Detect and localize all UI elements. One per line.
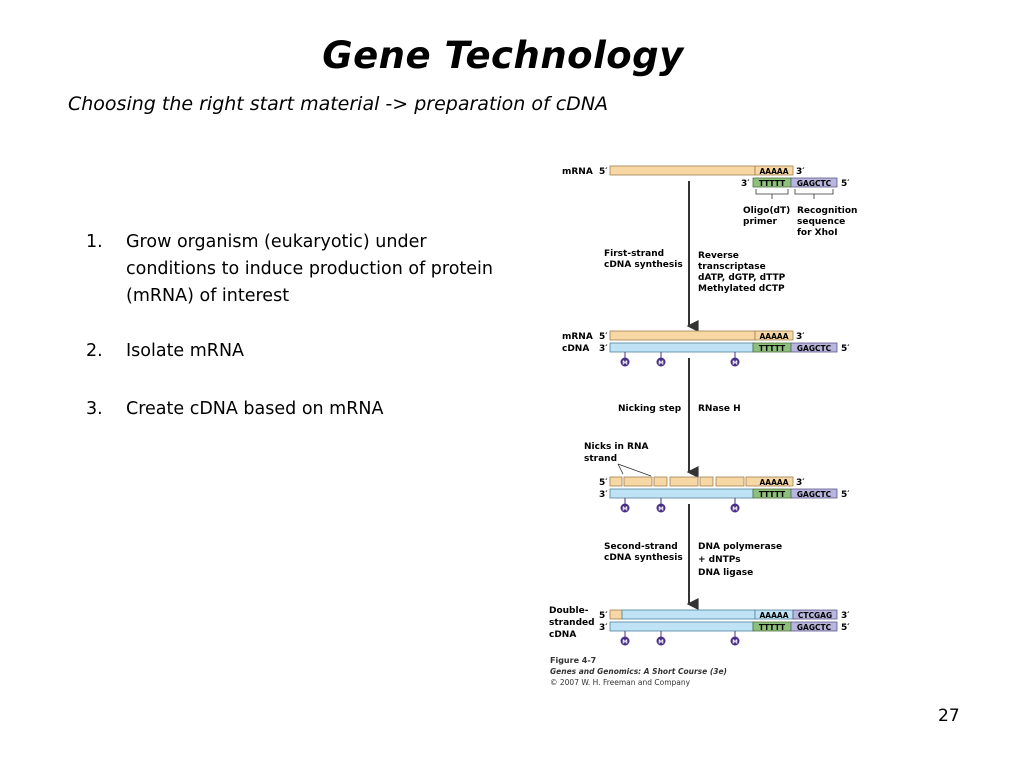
mrna-strand xyxy=(609,165,756,176)
methyl-label: M xyxy=(622,361,627,367)
methyl-group-icon xyxy=(620,503,630,513)
methyl-label: M xyxy=(658,361,663,367)
xhoi-top-label: CTCGAG xyxy=(798,611,832,620)
figure-copyright: © 2007 W. H. Freeman and Company xyxy=(550,678,691,687)
methyl-group-icon xyxy=(730,357,740,367)
rnase-h-annotation: RNase H xyxy=(698,404,741,414)
polyt-label: TTTTT xyxy=(759,179,786,188)
recognition-sequence xyxy=(792,609,838,620)
methyl-label: M xyxy=(732,361,737,367)
xhoi-label: GAGCTC xyxy=(797,344,832,353)
steps-list: 1. Grow organism (eukaryotic) under cond… xyxy=(86,229,506,423)
figure-number: Figure 4-7 xyxy=(550,656,596,665)
slide-title: Gene Technology xyxy=(322,34,684,77)
polya-label: AAAAA xyxy=(759,611,788,620)
step-item: 3. Create cDNA based on mRNA xyxy=(86,396,506,423)
mrna-strand xyxy=(609,330,756,341)
label-3prime: 3′ xyxy=(599,490,608,500)
xhoi-label: GAGCTC xyxy=(797,490,832,499)
label-3prime: 3′ xyxy=(599,623,608,633)
label-5prime: 5′ xyxy=(841,179,850,189)
methyl-group-icon xyxy=(656,636,666,646)
methyl-label: M xyxy=(658,640,663,646)
mrna-fragment xyxy=(699,476,714,487)
mrna-fragment xyxy=(653,476,668,487)
cdna-strand xyxy=(609,621,754,632)
methyl-group-icon xyxy=(620,636,630,646)
step-number: 1. xyxy=(86,232,103,252)
second-strand xyxy=(621,609,756,620)
label-5prime: 5′ xyxy=(841,490,850,500)
label-5prime: 5′ xyxy=(599,332,608,342)
label-3prime: 3′ xyxy=(841,611,850,621)
cdna-figure: mRNA 5′ AAAAA 3′ 3′ TTTTT GAGCTC 5′ Olig… xyxy=(540,158,870,697)
polyt-label: TTTTT xyxy=(759,490,786,499)
oligo-dt-annotation: Oligo(dT)primer xyxy=(743,206,790,227)
polyt-label: TTTTT xyxy=(759,344,786,353)
methyl-label: M xyxy=(622,507,627,513)
methyl-group-icon xyxy=(730,503,740,513)
xhoi-label: GAGCTC xyxy=(797,623,832,632)
slide-subtitle: Choosing the right start material -> pre… xyxy=(68,93,609,115)
methyl-group-icon xyxy=(656,503,666,513)
label-3prime: 3′ xyxy=(741,179,750,189)
mrna-fragment xyxy=(715,476,745,487)
rna-remnant xyxy=(609,609,623,620)
xhoi-label: GAGCTC xyxy=(797,179,832,188)
recognition-sequence xyxy=(790,488,838,499)
label-5prime: 5′ xyxy=(841,344,850,354)
label-5prime: 5′ xyxy=(841,623,850,633)
step-number: 3. xyxy=(86,399,103,419)
methyl-label: M xyxy=(658,507,663,513)
polya-label: AAAAA xyxy=(759,478,788,487)
figure-source: Genes and Genomics: A Short Course (3e) xyxy=(550,667,727,676)
polya-tail xyxy=(754,330,794,341)
polya-label: AAAAA xyxy=(759,167,788,176)
methyl-label: M xyxy=(732,507,737,513)
methyl-group-icon xyxy=(620,357,630,367)
recognition-sequence xyxy=(790,177,838,188)
recognition-sequence xyxy=(790,621,838,632)
label-cdna: cDNA xyxy=(562,344,589,354)
nicking-step-annotation: Nicking step xyxy=(618,404,682,414)
mrna-fragment xyxy=(669,476,699,487)
polya-tail xyxy=(754,165,794,176)
polya-tail xyxy=(745,476,794,487)
recognition-sequence xyxy=(790,342,838,353)
step-text: Grow organism (eukaryotic) under conditi… xyxy=(126,232,493,306)
step-item: 2. Isolate mRNA xyxy=(86,338,506,365)
methyl-label: M xyxy=(622,640,627,646)
cdna-strand xyxy=(609,342,754,353)
step-text: Create cDNA based on mRNA xyxy=(126,399,384,419)
polyt-label: TTTTT xyxy=(759,623,786,632)
page-number: 27 xyxy=(938,706,960,726)
polya-label: AAAAA xyxy=(759,332,788,341)
label-3prime: 3′ xyxy=(796,478,805,488)
methyl-group-icon xyxy=(730,636,740,646)
step-text: Isolate mRNA xyxy=(126,341,245,361)
label-5prime: 5′ xyxy=(599,611,608,621)
label-3prime: 3′ xyxy=(796,332,805,342)
mrna-fragment xyxy=(609,476,623,487)
cdna-strand xyxy=(609,488,754,499)
methyl-label: M xyxy=(732,640,737,646)
label-5prime: 5′ xyxy=(599,167,608,177)
methyl-group-icon xyxy=(656,357,666,367)
step-item: 1. Grow organism (eukaryotic) under cond… xyxy=(86,229,506,310)
step-number: 2. xyxy=(86,341,103,361)
cdna-diagram: mRNA 5′ AAAAA 3′ 3′ TTTTT GAGCTC 5′ Olig… xyxy=(549,165,857,687)
label-3prime: 3′ xyxy=(599,344,608,354)
label-mrna: mRNA xyxy=(562,332,593,342)
label-mrna: mRNA xyxy=(562,167,593,177)
label-5prime: 5′ xyxy=(599,478,608,488)
label-3prime: 3′ xyxy=(796,167,805,177)
mrna-fragment xyxy=(623,476,653,487)
